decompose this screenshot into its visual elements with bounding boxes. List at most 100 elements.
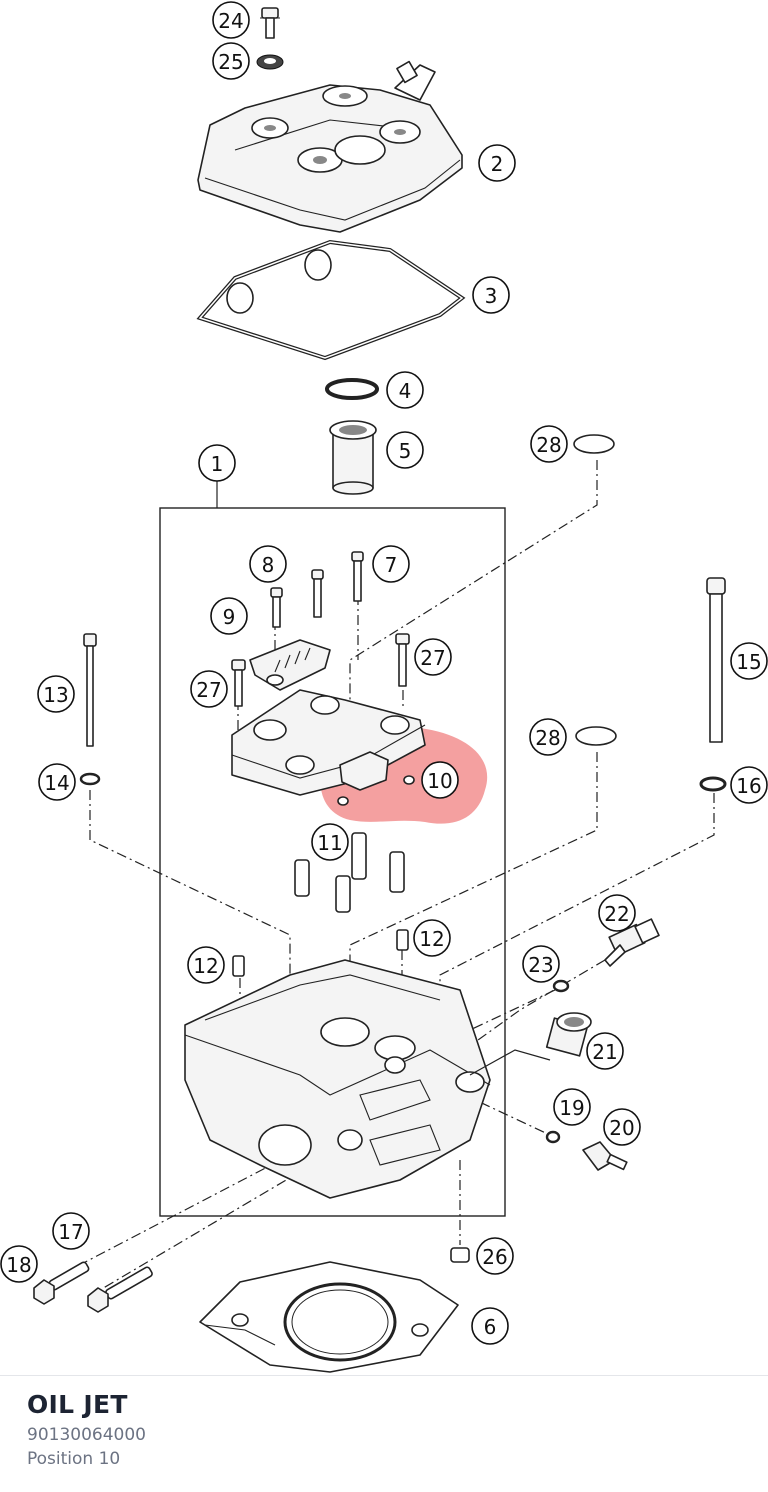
- callout-circle: [0, 1245, 38, 1283]
- callout-circle: [530, 425, 568, 463]
- callout-19[interactable]: 19: [553, 1088, 591, 1126]
- head-gasket-part: [199, 1261, 459, 1373]
- callout-27[interactable]: 27: [190, 670, 228, 708]
- callout-circle: [478, 144, 516, 182]
- callout-circle: [386, 431, 424, 469]
- callout-9[interactable]: 9: [210, 597, 248, 635]
- callout-circle: [38, 763, 76, 801]
- callout-14[interactable]: 14: [38, 763, 76, 801]
- part-title: OIL JET: [27, 1390, 128, 1419]
- callout-10[interactable]: 10: [421, 761, 459, 799]
- callout-7[interactable]: 7: [372, 545, 410, 583]
- callout-circle: [476, 1237, 514, 1275]
- callout-label: 7: [385, 553, 398, 577]
- nut-lower: [87, 1287, 109, 1313]
- cylinder-head-part: [184, 959, 491, 1199]
- callout-15[interactable]: 15: [730, 642, 768, 680]
- dowel-left: [232, 955, 245, 977]
- callout-25[interactable]: 25: [212, 42, 250, 80]
- callout-circle: [372, 545, 410, 583]
- callout-17[interactable]: 17: [52, 1212, 90, 1250]
- callout-label: 16: [736, 774, 761, 798]
- callout-circle: [414, 638, 452, 676]
- nut-upper: [33, 1279, 55, 1305]
- callout-circle: [522, 945, 560, 983]
- callout-label: 18: [6, 1253, 31, 1277]
- callout-22[interactable]: 22: [598, 894, 636, 932]
- callout-20[interactable]: 20: [603, 1108, 641, 1146]
- callout-18[interactable]: 18: [0, 1245, 38, 1283]
- washer-left: [79, 772, 101, 786]
- callout-28[interactable]: 28: [530, 425, 568, 463]
- washer-right: [699, 776, 727, 792]
- camshaft-bolts: [231, 551, 410, 707]
- part-number: 90130064000: [27, 1425, 146, 1445]
- callout-label: 26: [482, 1245, 507, 1269]
- callout-11[interactable]: 11: [311, 823, 349, 861]
- callout-1[interactable]: 1: [198, 444, 236, 482]
- callout-label: 13: [43, 683, 68, 707]
- callout-3[interactable]: 3: [472, 276, 510, 314]
- callout-label: 11: [317, 831, 342, 855]
- chain-guide-part: [249, 639, 331, 691]
- callout-circle: [187, 946, 225, 984]
- callout-13[interactable]: 13: [37, 675, 75, 713]
- callout-8[interactable]: 8: [249, 545, 287, 583]
- callout-label: 12: [419, 927, 444, 951]
- callout-circle: [37, 675, 75, 713]
- callout-circle: [586, 1032, 624, 1070]
- callout-12[interactable]: 12: [413, 919, 451, 957]
- callout-circle: [553, 1088, 591, 1126]
- callout-28[interactable]: 28: [529, 718, 567, 756]
- o-ring-part: [325, 378, 379, 400]
- callout-label: 28: [535, 726, 560, 750]
- callout-label: 22: [604, 902, 629, 926]
- oil-jet-part: [337, 751, 415, 806]
- callout-label: 2: [491, 152, 504, 176]
- callout-2[interactable]: 2: [478, 144, 516, 182]
- callout-27[interactable]: 27: [414, 638, 452, 676]
- callout-label: 1: [211, 452, 224, 476]
- cap-26: [450, 1247, 470, 1263]
- washer-19: [545, 1130, 561, 1144]
- callout-circle: [529, 718, 567, 756]
- callout-26[interactable]: 26: [476, 1237, 514, 1275]
- callout-circle: [212, 1, 250, 39]
- callout-label: 3: [485, 284, 498, 308]
- callout-circle: [212, 42, 250, 80]
- callout-circle: [472, 276, 510, 314]
- callout-circle: [249, 545, 287, 583]
- callout-label: 25: [218, 50, 243, 74]
- callout-12[interactable]: 12: [187, 946, 225, 984]
- callout-label: 19: [559, 1096, 584, 1120]
- callout-4[interactable]: 4: [386, 371, 424, 409]
- oring-28-lower: [575, 726, 617, 746]
- long-bolt-right: [706, 577, 726, 743]
- selected-part-panel: OIL JET 90130064000 Position 10: [0, 1375, 768, 1492]
- callout-circle: [413, 919, 451, 957]
- valve-cover-gasket-part: [196, 239, 466, 361]
- callout-circle: [730, 642, 768, 680]
- callout-24[interactable]: 24: [212, 1, 250, 39]
- callout-6[interactable]: 6: [471, 1307, 509, 1345]
- callout-23[interactable]: 23: [522, 945, 560, 983]
- callout-circle: [198, 444, 236, 482]
- callout-label: 10: [427, 769, 452, 793]
- callout-label: 8: [262, 553, 275, 577]
- callout-5[interactable]: 5: [386, 431, 424, 469]
- valve-guides-part: [294, 832, 405, 913]
- callout-label: 15: [736, 650, 761, 674]
- sleeve-part: [545, 1012, 592, 1057]
- callout-circle: [471, 1307, 509, 1345]
- callout-label: 14: [44, 771, 69, 795]
- callout-circle: [190, 670, 228, 708]
- callout-label: 21: [592, 1040, 617, 1064]
- callout-circle: [210, 597, 248, 635]
- callout-21[interactable]: 21: [586, 1032, 624, 1070]
- callout-circle: [598, 894, 636, 932]
- callout-16[interactable]: 16: [730, 766, 768, 804]
- part-position: Position 10: [27, 1449, 121, 1469]
- oring-28-upper: [573, 434, 615, 454]
- cylinder-head-group-frame: [159, 507, 506, 1217]
